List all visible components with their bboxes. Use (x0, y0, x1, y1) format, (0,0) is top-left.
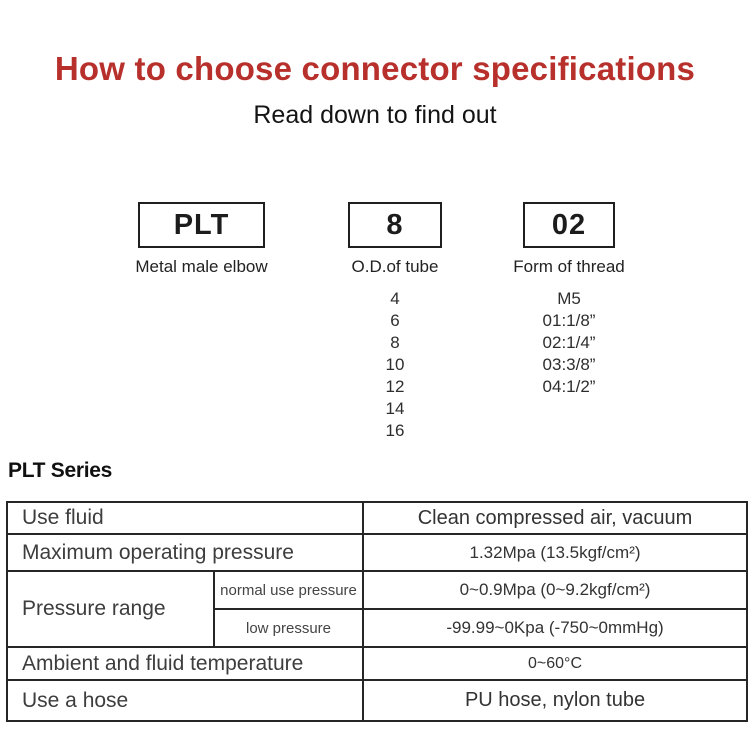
thread-option: 03:3/8” (542, 355, 596, 374)
thread-option: 01:1/8” (542, 311, 596, 330)
ambient-temp-label: Ambient and fluid temperature (5, 646, 365, 681)
normal-pressure-value: 0~0.9Mpa (0~9.2kgf/cm²) (362, 570, 749, 610)
series-heading: PLT Series (8, 459, 112, 482)
tube-od-option: 14 (385, 399, 405, 418)
table-row-pressure-range-low: low pressure -99.99~0Kpa (-750~0mmHg) (7, 608, 749, 648)
thread-option: 02:1/4” (542, 333, 596, 352)
use-hose-value: PU hose, nylon tube (362, 679, 749, 722)
tube-od-option: 12 (385, 377, 405, 396)
ambient-temp-value: 0~60°C (362, 646, 749, 681)
low-pressure-label: low pressure (212, 608, 365, 648)
use-hose-label: Use a hose (5, 679, 365, 722)
table-row-pressure-range-normal: Pressure range normal use pressure 0~0.9… (6, 570, 749, 648)
selector-column-series: PLT Metal male elbow (108, 202, 295, 277)
thread-option: M5 (557, 289, 581, 308)
use-fluid-label: Use fluid (5, 501, 365, 535)
low-pressure-value: -99.99~0Kpa (-750~0mmHg) (362, 608, 749, 648)
tube-od-option: 10 (385, 355, 405, 374)
page-title: How to choose connector specifications (54, 50, 696, 87)
series-code-label: Metal male elbow (135, 257, 268, 276)
table-row-max-pressure: Maximum operating pressure 1.32Mpa (13.5… (5, 533, 749, 572)
use-fluid-value: Clean compressed air, vacuum (362, 501, 749, 535)
max-pressure-label: Maximum operating pressure (5, 533, 365, 572)
selector-column-tube-od: 8 O.D.of tube 4 6 8 10 12 14 16 (305, 202, 485, 442)
selector-column-thread: 02 Form of thread M5 01:1/8” 02:1/4” 03:… (479, 202, 659, 398)
max-pressure-value: 1.32Mpa (13.5kgf/cm²) (362, 533, 749, 572)
tube-od-option-list: 4 6 8 10 12 14 16 (305, 288, 485, 442)
thread-code-box: 02 (523, 202, 615, 248)
table-row-use-fluid: Use fluid Clean compressed air, vacuum (5, 501, 749, 535)
spec-table: Use fluid Clean compressed air, vacuum M… (5, 501, 749, 722)
tube-od-option: 8 (390, 333, 400, 352)
tube-od-option: 6 (390, 311, 400, 330)
page-subtitle: Read down to find out (253, 101, 497, 129)
tube-od-code-box: 8 (348, 202, 442, 248)
table-row-ambient-temp: Ambient and fluid temperature 0~60°C (5, 646, 749, 681)
table-row-use-hose: Use a hose PU hose, nylon tube (5, 679, 749, 722)
series-code-box: PLT (138, 202, 265, 248)
tube-od-code-label: O.D.of tube (351, 257, 439, 276)
normal-pressure-label: normal use pressure (212, 570, 365, 610)
thread-option: 04:1/2” (542, 377, 596, 396)
pressure-range-label: Pressure range (6, 570, 215, 648)
thread-code-label: Form of thread (513, 257, 625, 276)
thread-option-list: M5 01:1/8” 02:1/4” 03:3/8” 04:1/2” (479, 288, 659, 398)
tube-od-option: 4 (390, 289, 400, 308)
tube-od-option: 16 (385, 421, 405, 440)
